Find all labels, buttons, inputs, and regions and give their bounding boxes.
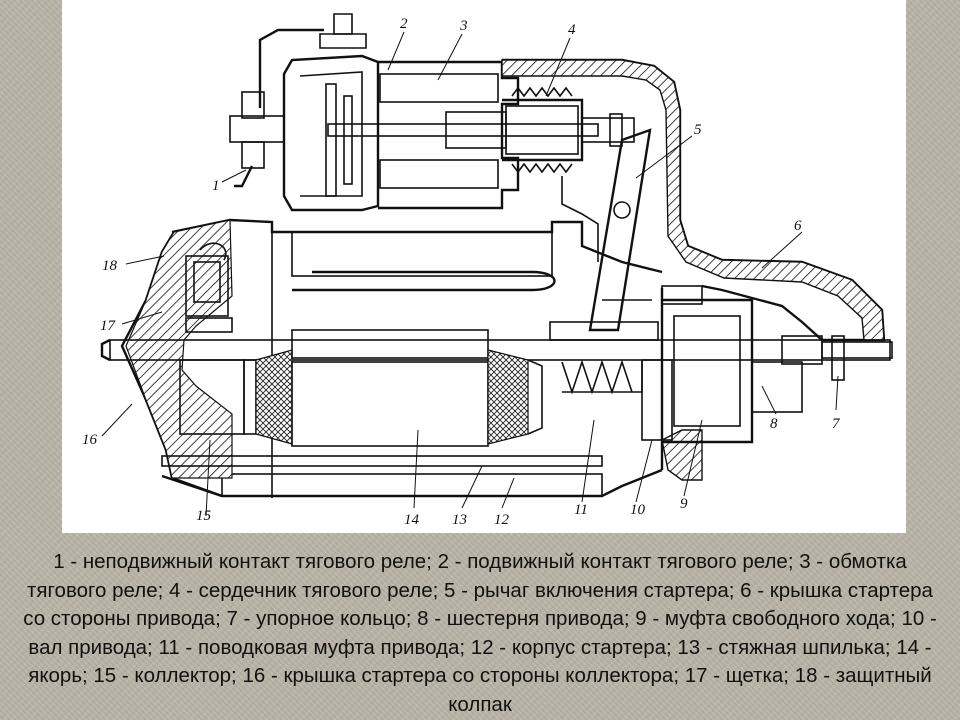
- engagement-lever: [588, 128, 652, 332]
- callout-12: 12: [494, 512, 510, 528]
- callout-14: 14: [404, 512, 420, 528]
- callout-8: 8: [770, 416, 778, 432]
- callout-17: 17: [100, 318, 117, 334]
- callout-13: 13: [452, 512, 467, 528]
- callout-6: 6: [794, 218, 802, 234]
- drive-end-cover: [501, 58, 886, 481]
- callout-9: 9: [680, 496, 688, 512]
- callout-7: 7: [832, 416, 841, 432]
- callout-16: 16: [82, 432, 98, 448]
- callout-5: 5: [694, 122, 702, 138]
- figure-caption: 1 - неподвижный контакт тягового реле; 2…: [23, 550, 937, 716]
- callout-18: 18: [102, 258, 118, 274]
- callout-leaders: [101, 31, 839, 517]
- callout-labels: 1 2 3 4 5 6 7 8 9 10 11 12 13 14 15 16 1…: [82, 16, 841, 528]
- traction-relay: [229, 13, 635, 212]
- callout-10: 10: [630, 502, 646, 518]
- tie-rod: [161, 455, 603, 467]
- drive-assembly: [549, 285, 845, 444]
- callout-1: 1: [212, 178, 220, 194]
- armature: [255, 329, 543, 447]
- callout-4: 4: [568, 22, 576, 38]
- callout-15: 15: [196, 508, 212, 524]
- starter-drawing: 1 2 3 4 5 6 7 8 9 10 11 12 13 14 15 16 1…: [82, 13, 893, 528]
- callout-2: 2: [400, 16, 408, 32]
- callout-11: 11: [574, 502, 588, 518]
- callout-3: 3: [459, 18, 468, 34]
- commutator-end-cover: [120, 219, 233, 498]
- starter-cross-section-figure: 1 2 3 4 5 6 7 8 9 10 11 12 13 14 15 16 1…: [62, 0, 906, 533]
